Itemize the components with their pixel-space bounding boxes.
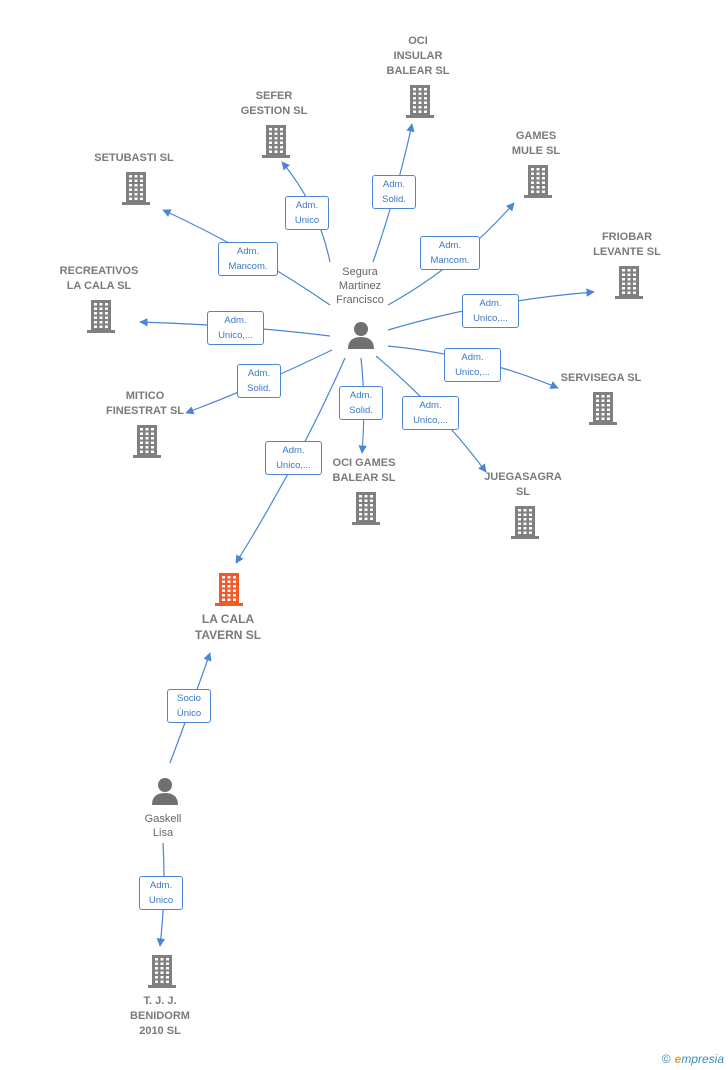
role-badge[interactable]: Socio Único [167,689,211,723]
copyright-icon: © [661,1052,671,1066]
company-label-games-mule[interactable]: GAMES MULE SL [511,130,561,157]
role-badge[interactable]: Adm. Solid. [339,386,383,420]
person-icon[interactable] [346,320,376,350]
person-label-gaskell: Gaskell Lisa [144,813,182,839]
company-label-setubasti[interactable]: SETUBASTI SL [94,152,174,164]
company-label-sefer[interactable]: SEFER GESTION SL [240,90,308,117]
company-label-juegasagra[interactable]: JUEGASAGRA SL [484,471,562,498]
building-icon[interactable] [351,491,381,530]
building-icon[interactable] [614,265,644,304]
role-badge[interactable]: Adm. Unico,... [444,348,501,382]
building-icon[interactable] [523,164,553,203]
person-icon[interactable] [150,776,180,806]
building-icon[interactable] [147,954,177,993]
role-badge[interactable]: Adm. Unico,... [265,441,322,475]
brand-initial: e [674,1052,682,1066]
building-icon[interactable] [588,391,618,430]
role-badge[interactable]: Adm. Solid. [372,175,416,209]
role-badge[interactable]: Adm. Unico [139,876,183,910]
role-badge[interactable]: Adm. Unico,... [207,311,264,345]
building-icon[interactable] [214,572,244,611]
brand-name: mpresia [681,1052,724,1066]
company-label-oci-games[interactable]: OCI GAMES BALEAR SL [332,457,396,484]
company-label-friobar[interactable]: FRIOBAR LEVANTE SL [593,231,661,258]
company-label-servisega[interactable]: SERVISEGA SL [560,372,642,384]
building-icon[interactable] [132,424,162,463]
company-label-tjj[interactable]: T. J. J. BENIDORM 2010 SL [130,995,190,1037]
building-icon[interactable] [261,124,291,163]
role-badge[interactable]: Adm. Solid. [237,364,281,398]
company-label-recreativos[interactable]: RECREATIVOS LA CALA SL [59,265,139,292]
role-badge[interactable]: Adm. Unico,... [462,294,519,328]
person-label-segura: Segura Martinez Francisco [336,266,384,306]
building-icon[interactable] [510,505,540,544]
company-label-oci-insular[interactable]: OCI INSULAR BALEAR SL [386,35,450,77]
company-label-la-cala-tavern[interactable]: LA CALA TAVERN SL [194,612,262,642]
brand-footer: ©empresia [662,1052,724,1066]
company-label-mitico[interactable]: MITICO FINESTRAT SL [105,390,184,417]
building-icon[interactable] [121,171,151,210]
role-badge[interactable]: Adm. Unico,... [402,396,459,430]
role-badge[interactable]: Adm. Mancom. [420,236,480,270]
building-icon[interactable] [86,299,116,338]
role-badge[interactable]: Adm. Mancom. [218,242,278,276]
building-icon[interactable] [405,84,435,123]
role-badge[interactable]: Adm. Unico [285,196,329,230]
